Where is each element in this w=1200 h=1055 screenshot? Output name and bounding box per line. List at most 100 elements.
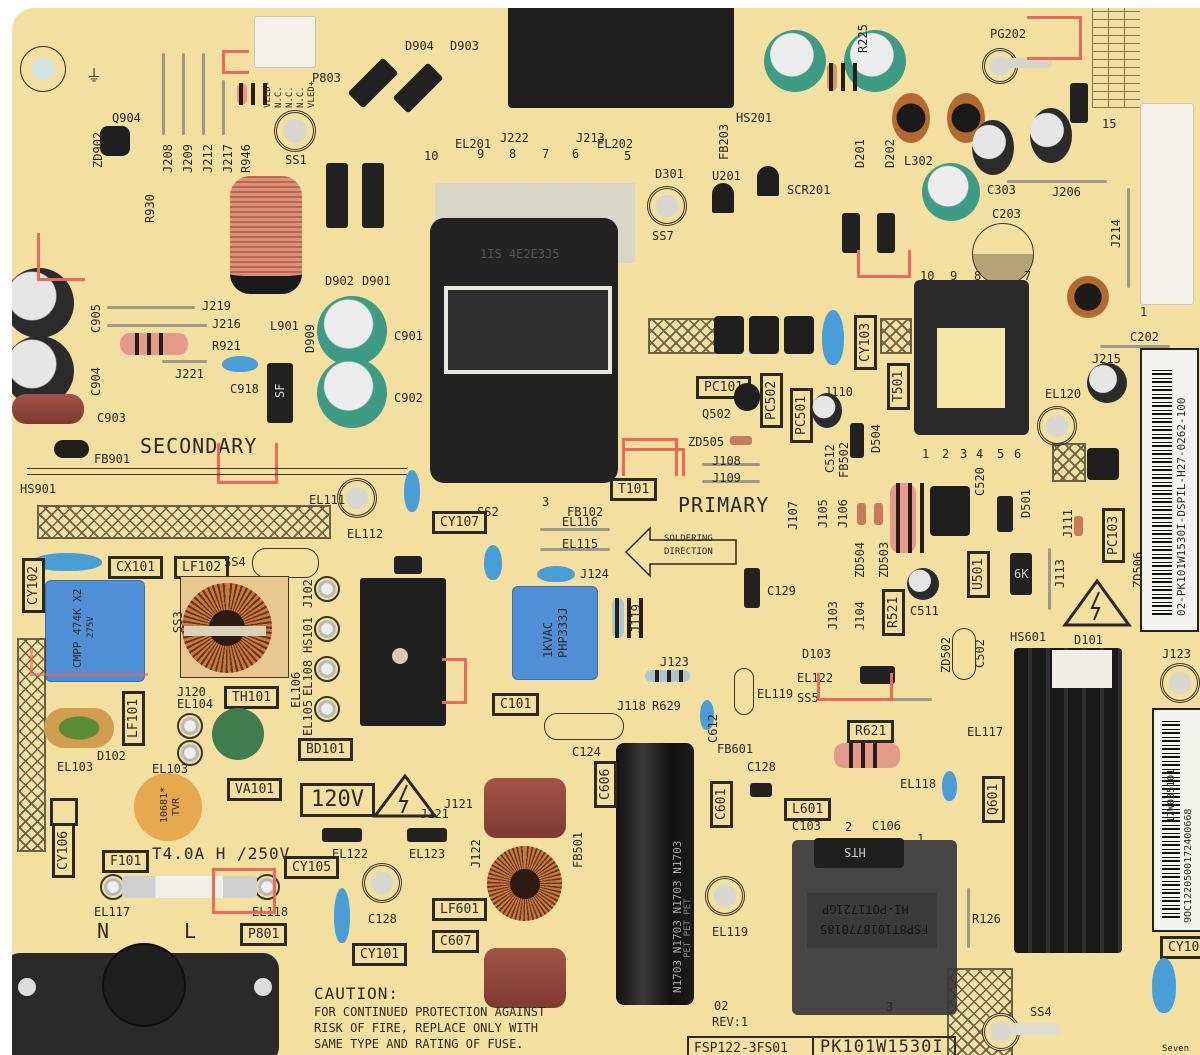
led-connector[interactable] bbox=[254, 16, 316, 68]
y-capacitor-c918 bbox=[222, 356, 258, 372]
transformer-hts-label bbox=[807, 893, 937, 948]
diode-d901 bbox=[362, 163, 384, 228]
pin-number: 1 bbox=[922, 447, 930, 461]
ic-small bbox=[1087, 448, 1119, 480]
capacitor-marking: N1703 N1703 N1703 N1703 bbox=[671, 840, 684, 993]
jumper bbox=[1007, 180, 1107, 183]
capacitor-marking: 1KVAC bbox=[541, 621, 555, 658]
refdes-label: R930 bbox=[143, 194, 157, 223]
refdes-label: C128 bbox=[368, 912, 397, 926]
refdes-label: D103 bbox=[802, 647, 831, 661]
refdes-label: ZD502 bbox=[939, 636, 953, 673]
rev-triangle: 02 bbox=[714, 999, 729, 1013]
refdes-box: LF601 bbox=[432, 898, 488, 921]
optocoupler bbox=[714, 316, 744, 354]
refdes-label: J123 bbox=[660, 655, 689, 669]
diode-d201 bbox=[842, 213, 860, 253]
inductor-l901 bbox=[230, 176, 302, 294]
refdes-box: CY104 bbox=[1160, 936, 1200, 959]
isolation-line bbox=[27, 468, 407, 475]
refdes-label: D201 bbox=[853, 139, 867, 168]
zener-zd103 bbox=[1074, 516, 1083, 536]
resistor-r921 bbox=[120, 333, 188, 355]
keepout-marker bbox=[442, 658, 467, 704]
refdes-label: J120 bbox=[177, 685, 206, 699]
refdes-box: R521 bbox=[882, 588, 905, 636]
refdes-label: EL123 bbox=[409, 847, 446, 861]
refdes-label: J110 bbox=[824, 385, 853, 399]
refdes-label: L302 bbox=[904, 154, 933, 168]
refdes-label: C129 bbox=[767, 584, 796, 598]
capacitor-c106-outline bbox=[734, 668, 754, 715]
screw-hole-ss1 bbox=[274, 110, 316, 152]
hatch-keepout bbox=[1052, 443, 1086, 482]
refdes-box: R621 bbox=[847, 720, 895, 743]
resistor-r621 bbox=[834, 743, 900, 768]
refdes-label: J105 bbox=[816, 499, 830, 528]
y-capacitor-c128 bbox=[700, 700, 714, 730]
refdes-label: C203 bbox=[992, 207, 1021, 221]
fuse-rating: T4.0A H /250V bbox=[152, 844, 291, 863]
refdes-label: J212 bbox=[201, 144, 215, 173]
fuse-f101 bbox=[122, 876, 257, 898]
refdes-box: C101 bbox=[492, 693, 540, 716]
screw-hole-ss6 bbox=[1160, 663, 1200, 703]
output-connector[interactable] bbox=[1140, 103, 1194, 305]
refdes-label: SS1 bbox=[285, 153, 307, 167]
resistor-r126 bbox=[645, 670, 690, 682]
refdes-label: D903 bbox=[450, 39, 479, 53]
refdes-label: C303 bbox=[987, 183, 1016, 197]
barcode bbox=[1162, 718, 1180, 918]
x-capacitor-cx101 bbox=[45, 580, 145, 682]
refdes-label: D102 bbox=[97, 749, 126, 763]
refdes-label: J219 bbox=[202, 299, 231, 313]
refdes-label: EL201 bbox=[455, 137, 492, 151]
refdes-label: HS601 bbox=[1010, 630, 1047, 644]
transistor-q502 bbox=[734, 383, 760, 411]
refdes-label: HS201 bbox=[736, 111, 773, 125]
common-mode-choke-lf601 bbox=[487, 846, 562, 921]
refdes-box: CX101 bbox=[108, 556, 164, 579]
inductor-l301 bbox=[892, 93, 930, 143]
model-divider bbox=[812, 1036, 814, 1055]
refdes-label: SS4 bbox=[1030, 1005, 1052, 1019]
capacitor-c104-outline bbox=[252, 548, 319, 578]
y-capacitor-cy102-top bbox=[32, 553, 102, 571]
screw-hole-ss7 bbox=[647, 186, 687, 226]
refdes-label: R921 bbox=[212, 339, 241, 353]
pin-number: 10 bbox=[920, 269, 935, 283]
refdes-label: EL117 bbox=[94, 905, 131, 919]
jumper bbox=[702, 463, 760, 466]
jumper bbox=[202, 53, 205, 135]
transistor-q904 bbox=[100, 126, 130, 156]
refdes-box: PC103 bbox=[1102, 507, 1125, 563]
refdes-label: C903 bbox=[97, 411, 126, 425]
refdes-label: C124 bbox=[572, 745, 601, 759]
jumper bbox=[540, 548, 610, 551]
pin-number: 9 bbox=[950, 269, 958, 283]
y-capacitor-c612 bbox=[942, 771, 957, 801]
refdes-label: R629 bbox=[652, 699, 681, 713]
pad-el114 bbox=[314, 696, 340, 722]
capacitor-c902 bbox=[317, 358, 387, 428]
refdes-box: F101 bbox=[102, 850, 150, 873]
refdes-box: CY106 bbox=[52, 822, 75, 878]
pin-number: 9 bbox=[477, 147, 485, 161]
refdes-label: EL111 bbox=[309, 493, 346, 507]
refdes-label: EL106 bbox=[289, 671, 303, 708]
caution-line: RISK OF FIRE, REPLACE ONLY WITH bbox=[314, 1021, 538, 1035]
refdes-label: C106 bbox=[872, 819, 901, 833]
resistor-r946 bbox=[237, 83, 247, 105]
refdes-label: EL103 bbox=[152, 762, 189, 776]
refdes-label: J122 bbox=[469, 839, 483, 868]
zener-zd505 bbox=[730, 436, 752, 445]
refdes-box: U501 bbox=[967, 550, 990, 598]
refdes-label: EL119 bbox=[712, 925, 749, 939]
diode-marking: 6K bbox=[1014, 567, 1029, 581]
refdes-label: EL104 bbox=[177, 697, 214, 711]
refdes-box: PC502 bbox=[760, 372, 783, 428]
diode-d504 bbox=[850, 423, 864, 458]
bulk-capacitor bbox=[616, 743, 694, 1005]
pad-el112 bbox=[314, 616, 340, 642]
refdes-label: J206 bbox=[1052, 185, 1081, 199]
